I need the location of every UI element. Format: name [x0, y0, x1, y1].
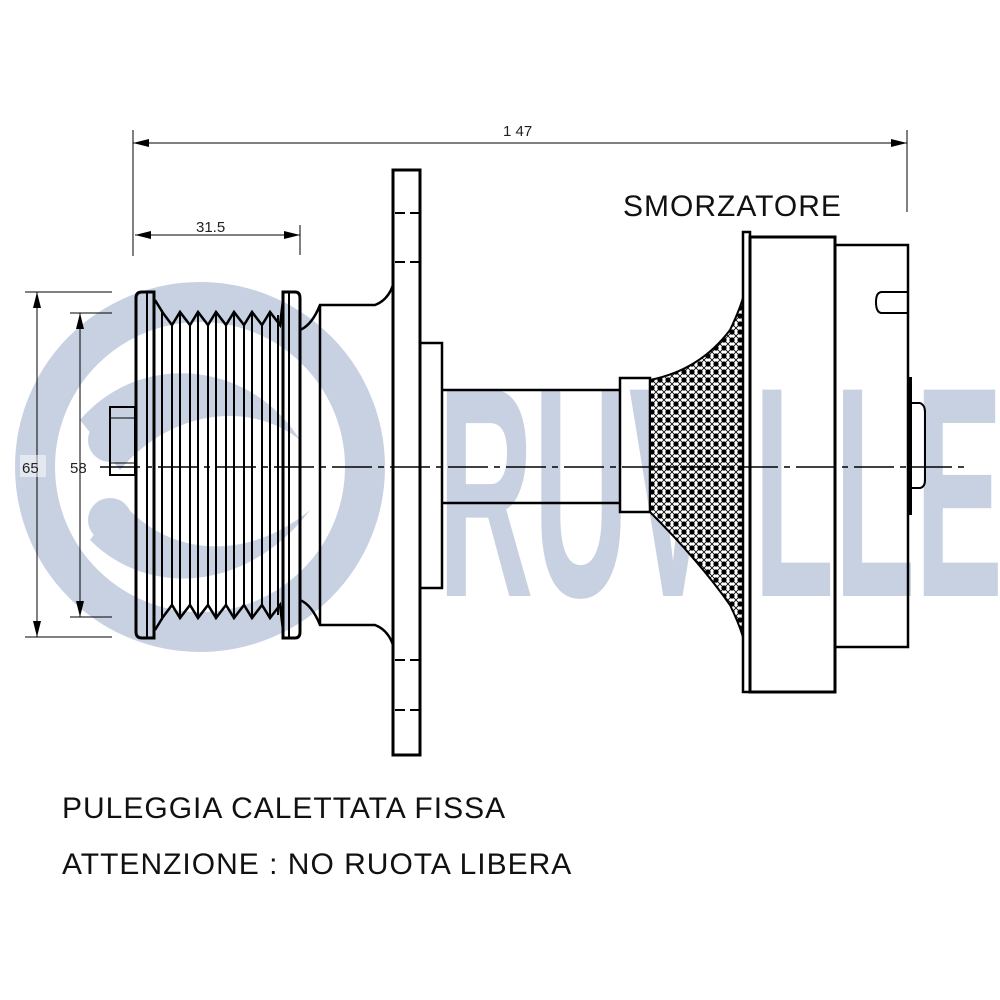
hub-flange	[299, 168, 652, 757]
outer-diameter-dimension: 65	[20, 291, 112, 638]
note-line-2: ATTENZIONE : NO RUOTA LIBERA	[62, 848, 572, 881]
ribbed-pulley	[109, 290, 302, 640]
overall-length-dimension: 1 47	[132, 123, 908, 256]
inner-diameter-dimension: 58	[70, 312, 112, 618]
pulley-width-dimension: 31.5	[135, 219, 301, 255]
overall-length-label: 1 47	[503, 123, 532, 140]
inner-diameter-label: 58	[70, 460, 87, 477]
outer-diameter-label: 65	[22, 460, 39, 477]
note-line-1: PULEGGIA CALETTATA FISSA	[62, 792, 506, 825]
pulley-width-label: 31.5	[196, 219, 225, 236]
damper-label: SMORZATORE	[623, 190, 842, 223]
